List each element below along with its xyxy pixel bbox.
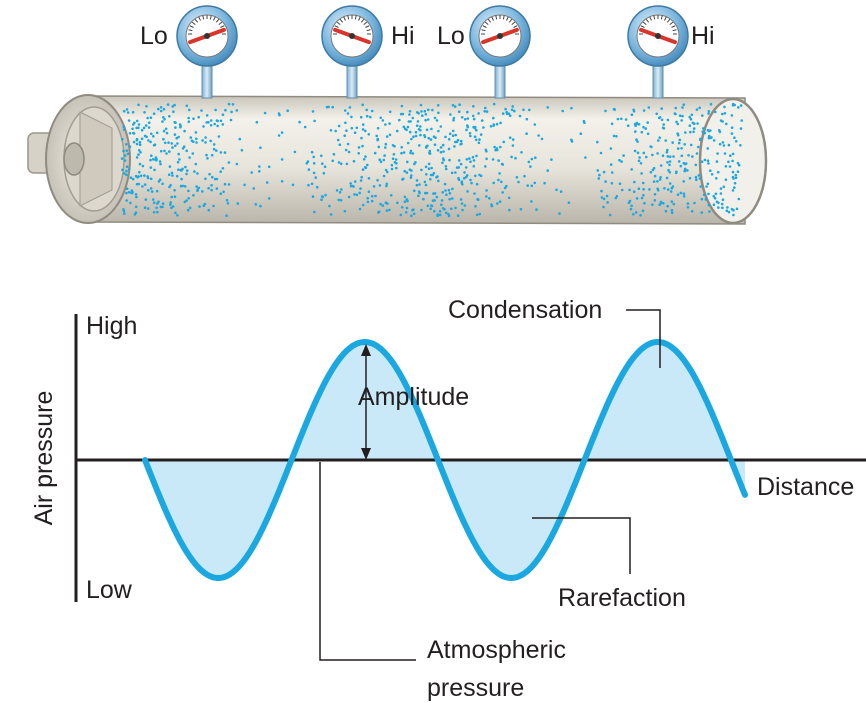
pressure-wave <box>142 338 748 582</box>
tube <box>27 94 768 225</box>
speaker-center <box>63 142 85 176</box>
x-axis-label: Distance <box>757 473 854 501</box>
air-particles <box>120 102 743 218</box>
rarefaction-label: Rarefaction <box>558 584 686 612</box>
speaker-cone <box>79 111 113 207</box>
amplitude-arrow <box>361 344 371 460</box>
gauge-label-4: Hi <box>691 22 715 50</box>
pressure-gauge-2 <box>321 5 383 99</box>
condensation-leader <box>626 309 661 368</box>
pressure-gauge-1 <box>176 5 238 99</box>
pressure-graph: Air pressure High Low Distance Condensat… <box>30 296 866 702</box>
pressure-gauge-3 <box>469 5 531 99</box>
amplitude-label: Amplitude <box>358 383 469 411</box>
tube-body <box>84 95 746 225</box>
gauge-label-1: Lo <box>140 22 168 50</box>
atmospheric-leader <box>319 462 416 661</box>
atmospheric-label-line2: pressure <box>427 674 524 702</box>
y-axis-title: Air pressure <box>30 391 58 526</box>
pressure-gauge-4 <box>627 5 689 99</box>
y-low-label: Low <box>86 576 133 604</box>
gauge-label-2: Hi <box>391 22 415 50</box>
rarefaction-leader <box>532 517 631 574</box>
pressure-gauges <box>176 5 689 99</box>
atmospheric-label-line1: Atmospheric <box>427 636 566 664</box>
condensation-label: Condensation <box>448 296 602 324</box>
gauge-label-3: Lo <box>437 22 465 50</box>
y-high-label: High <box>86 312 137 340</box>
